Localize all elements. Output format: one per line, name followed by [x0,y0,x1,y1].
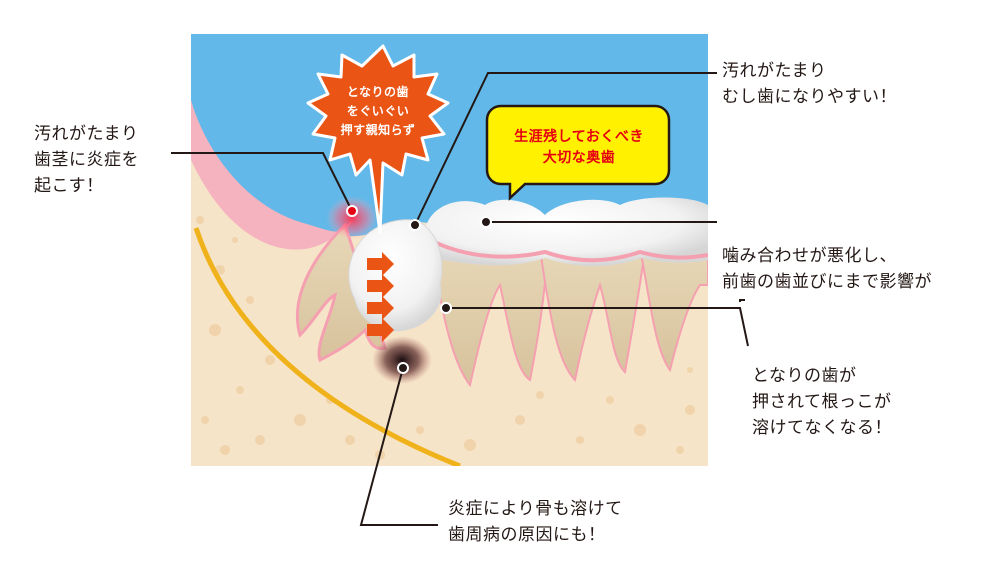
nerve-canal [193,227,461,466]
caption-line: 汚れがたまり [722,61,827,81]
caption-cavity: 汚れがたまり むし歯になりやすい！ [722,58,897,110]
caption-line: 噛み合わせが悪化し、 [722,246,897,266]
leader-lines [171,72,749,526]
speech-bubble [485,104,671,201]
push-arrows [367,252,394,342]
bubble-line: 生涯残しておくべき [514,129,644,145]
caption-line: となりの歯が [752,366,857,386]
caption-line: 炎症により骨も溶けて [448,499,623,519]
gum-inflammation [326,196,378,240]
burst-callout [306,44,450,234]
caption-line: 歯周病の原因にも！ [448,525,606,545]
caption-bite: 噛み合わせが悪化し、 前歯の歯並びにまで影響が [722,243,932,295]
burst-line: をぐいぐい [346,104,410,118]
bone-inflammation [372,336,432,384]
caption-line: むし歯になりやすい！ [722,87,897,107]
bubble-line: 大切な奥歯 [542,150,616,166]
caption-periodontal: 炎症により骨も溶けて 歯周病の原因にも！ [448,496,623,548]
caption-line: 押されて根っこが [752,392,892,412]
burst-line: となりの歯 [346,85,410,99]
leader-dots [346,205,492,374]
bubble-text: 生涯残しておくべき 大切な奥歯 [494,127,664,169]
caption-gum-inflammation: 汚れがたまり 歯茎に炎症を 起こす！ [34,121,139,199]
caption-line: 汚れがたまり [34,124,139,144]
gum-left [191,100,355,250]
caption-line: 溶けてなくなる！ [752,418,892,438]
caption-line: 前歯の歯並びにまで影響が [722,272,932,292]
caption-root-resorption: となりの歯が 押されて根っこが 溶けてなくなる！ [752,363,892,441]
caption-line: 歯茎に炎症を [34,150,139,170]
burst-text: となりの歯 をぐいぐい 押す親知らず [313,83,443,140]
mouth-panel [191,34,708,466]
burst-line: 押す親知らず [340,123,416,137]
molars [425,197,708,388]
caption-line: 起こす！ [34,176,104,196]
